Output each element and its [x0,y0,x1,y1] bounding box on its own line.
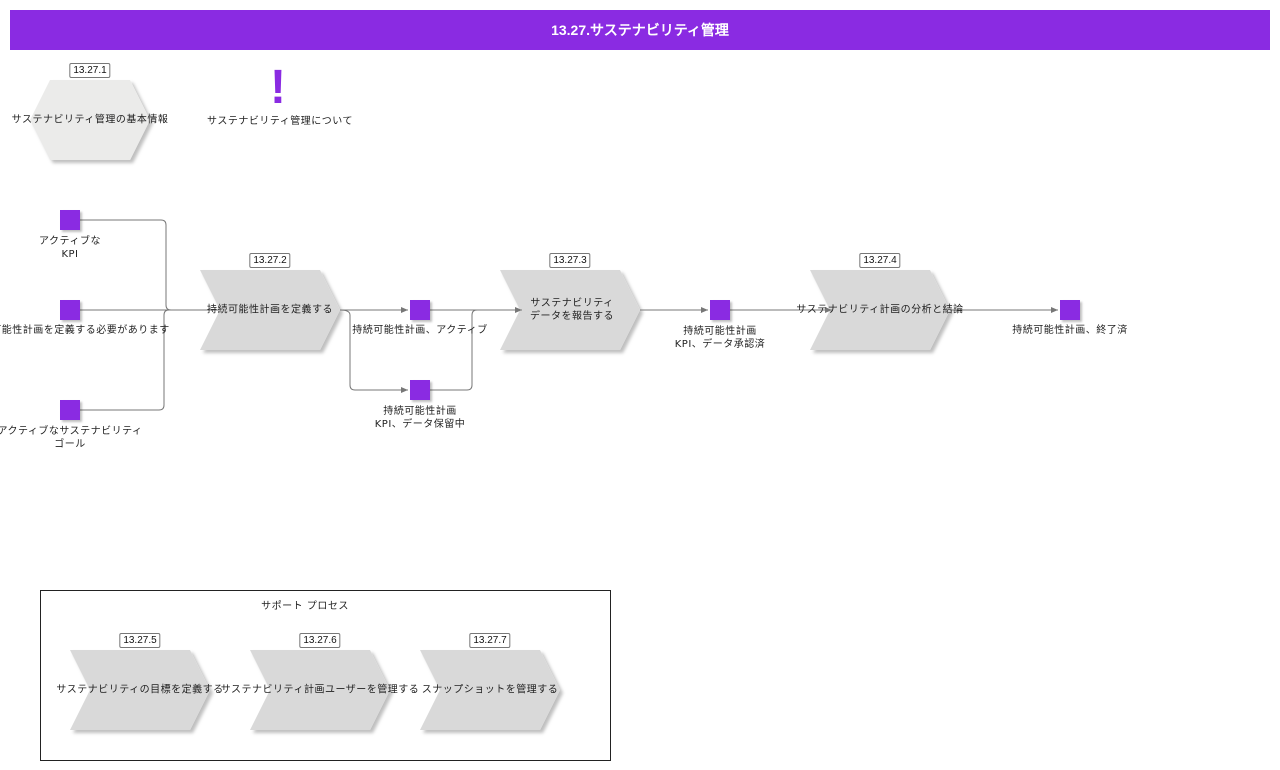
badge-13-27-6: 13.27.6 [299,633,341,648]
event-active-goal[interactable] [60,400,80,420]
process-shape-report-data[interactable] [500,270,640,350]
exclamation-icon[interactable]: ! [270,61,286,114]
event-plan-kpi-approved-label: 持続可能性計画 KPI、データ承認済 [674,326,766,350]
hexagon-label: サステナビリティ管理の基本情報 [11,114,169,126]
badge-13-27-4: 13.27.4 [859,253,901,268]
event-plan-active[interactable] [410,300,430,320]
connector-hold-to-report [430,309,522,391]
support-title: サポート プロセス [261,601,349,612]
badge-13-27-7: 13.27.7 [469,633,511,648]
support-label-snapshots: スナップショットを管理する [421,684,559,696]
badge-13-27-3: 13.27.3 [549,253,591,268]
process-label-define-plan: 持続可能性計画を定義する [207,304,333,316]
connector-goal-to-define [80,309,218,411]
event-plan-kpi-approved[interactable] [710,300,730,320]
event-plan-kpi-hold[interactable] [410,380,430,400]
event-active-kpi-label: アクティブな KPI [39,236,101,260]
connector-define-to-hold [339,309,408,393]
process-label-analyze-plan: サステナビリティ計画の分析と結論 [796,304,964,316]
support-shape-define-goals[interactable] [70,650,210,730]
support-shape-manage-users[interactable] [250,650,390,730]
event-active-goal-label: アクティブなサステナビリティ ゴール [0,426,143,450]
support-process-group [40,590,611,761]
support-label-manage-users: サステナビリティ計画ユーザーを管理する [220,684,420,696]
event-need-define-label: 持続可能性計画を定義する必要があります [0,325,170,336]
event-plan-kpi-hold-label: 持続可能性計画 KPI、データ保留中 [374,406,466,430]
badge-13-27-5: 13.27.5 [119,633,161,648]
process-shape-analyze-plan[interactable] [810,270,950,350]
event-active-kpi[interactable] [60,210,80,230]
badge-13-27-1: 13.27.1 [69,63,111,78]
event-plan-done[interactable] [1060,300,1080,320]
process-label-report-data: サステナビリティ データを報告する [530,298,614,322]
event-plan-done-label: 持続可能性計画、終了済 [1012,325,1128,336]
process-shape-define-plan[interactable] [200,270,340,350]
support-label-define-goals: サステナビリティの目標を定義する [56,684,224,696]
hexagon-shape[interactable] [30,80,150,160]
event-need-define[interactable] [60,300,80,320]
support-shape-snapshots[interactable] [420,650,560,730]
info-label[interactable]: サステナビリティ管理について [207,116,353,127]
page-title: 13.27.サステナビリティ管理 [10,10,1270,50]
connector-kpi-to-define [80,219,218,311]
event-plan-active-label: 持続可能性計画、アクティブ [352,325,488,336]
badge-13-27-2: 13.27.2 [249,253,291,268]
